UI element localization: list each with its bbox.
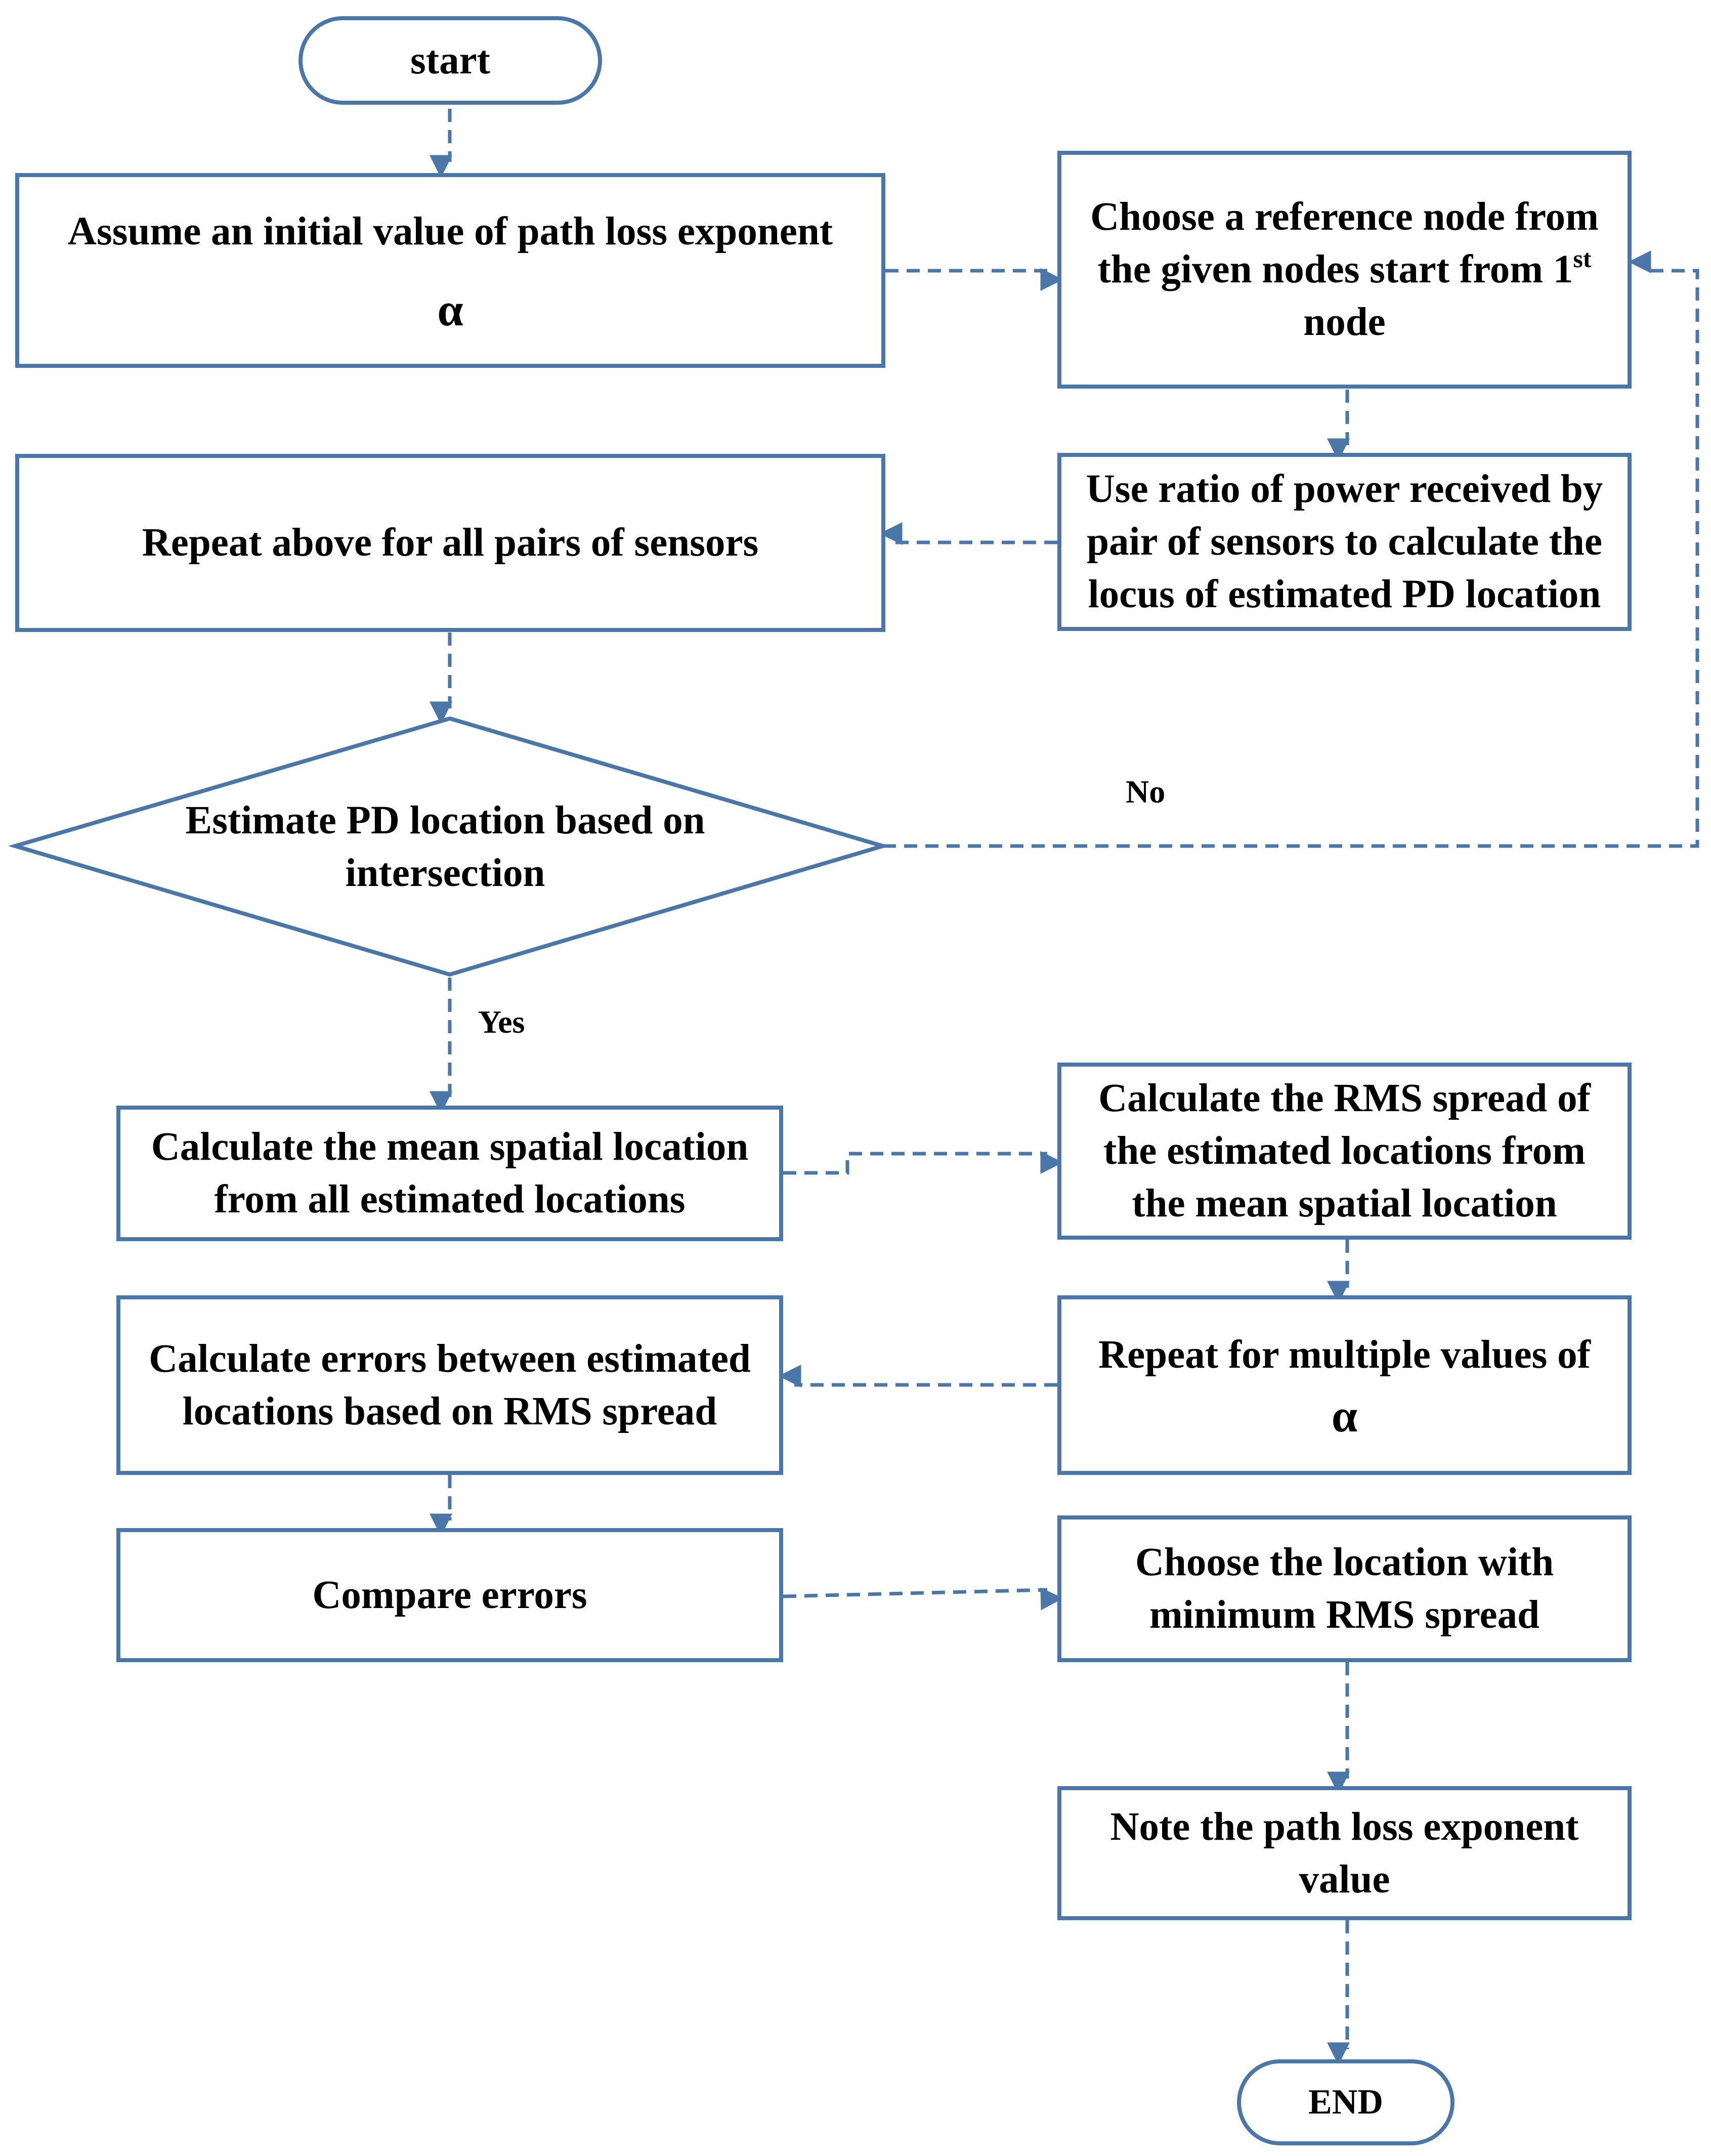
note-line-1: Note the path loss exponent [1110, 1804, 1579, 1849]
compare-text: Compare errors [312, 1573, 587, 1617]
choose-ref-line-1: Choose a reference node from [1090, 195, 1599, 239]
alpha-symbol: α [437, 283, 463, 335]
choose-ref-line-2: the given nodes start from 1st [1098, 243, 1592, 296]
choose-ref-line-2-text: the given nodes start from 1 [1097, 247, 1573, 291]
alpha-symbol-2: α [1331, 1389, 1358, 1442]
choose-reference-node-box: Choose a reference node from the given n… [1057, 151, 1632, 389]
note-line-2: value [1299, 1857, 1390, 1901]
choose-loc-line-1: Choose the location with [1135, 1540, 1554, 1584]
rms-line-3: the mean spatial location [1132, 1181, 1557, 1225]
estimate-line-2: intersection [345, 851, 545, 895]
use-power-ratio-box: Use ratio of power received by pair of s… [1057, 453, 1632, 631]
rms-line-2: the estimated locations from [1103, 1129, 1586, 1173]
note-exponent-box: Note the path loss exponent value [1057, 1786, 1632, 1920]
end-terminal: END [1237, 2059, 1455, 2145]
mean-line-1: Calculate the mean spatial location [151, 1125, 749, 1169]
rms-line-1: Calculate the RMS spread of [1098, 1076, 1591, 1120]
use-ratio-line-1: Use ratio of power received by [1086, 467, 1603, 511]
compare-errors-box: Compare errors [116, 1528, 783, 1662]
no-branch-label: No [1126, 774, 1166, 810]
estimate-decision-label: Estimate PD location based on intersecti… [15, 794, 875, 900]
errors-line-1: Calculate errors between estimated [149, 1336, 751, 1381]
start-terminal: start [298, 16, 602, 105]
rms-spread-box: Calculate the RMS spread of the estimate… [1057, 1063, 1632, 1240]
use-ratio-line-2: pair of sensors to calculate the [1087, 520, 1602, 564]
yes-branch-label: Yes [478, 1004, 525, 1040]
choose-location-box: Choose the location with minimum RMS spr… [1057, 1515, 1632, 1662]
estimate-line-1: Estimate PD location based on [185, 798, 705, 842]
mean-location-box: Calculate the mean spatial location from… [116, 1106, 783, 1241]
mean-line-2: from all estimated locations [214, 1177, 686, 1221]
errors-line-2: locations based on RMS spread [182, 1389, 717, 1433]
use-ratio-line-3: locus of estimated PD location [1088, 572, 1601, 616]
choose-loc-line-2: minimum RMS spread [1149, 1593, 1540, 1637]
end-label: END [1308, 2083, 1383, 2122]
start-label: start [410, 38, 490, 82]
superscript-st: st [1573, 244, 1592, 273]
assume-alpha-box: Assume an initial value of path loss exp… [15, 173, 885, 368]
arrow-compare-to-choose-loc [783, 1587, 1063, 1611]
repeat-pairs-text: Repeat above for all pairs of sensors [142, 521, 759, 565]
repeat-alpha-box: Repeat for multiple values of α [1057, 1295, 1632, 1475]
estimate-decision-diamond [8, 716, 890, 977]
repeat-alpha-text: Repeat for multiple values of [1098, 1332, 1591, 1377]
arrow-no-loop-back [883, 250, 1699, 848]
arrow-mean-to-rms [783, 1151, 1063, 1175]
calculate-errors-box: Calculate errors between estimated locat… [116, 1295, 783, 1475]
repeat-all-pairs-box: Repeat above for all pairs of sensors [15, 454, 885, 632]
assume-text: Assume an initial value of path loss exp… [67, 209, 833, 253]
choose-ref-line-3: node [1303, 300, 1386, 344]
